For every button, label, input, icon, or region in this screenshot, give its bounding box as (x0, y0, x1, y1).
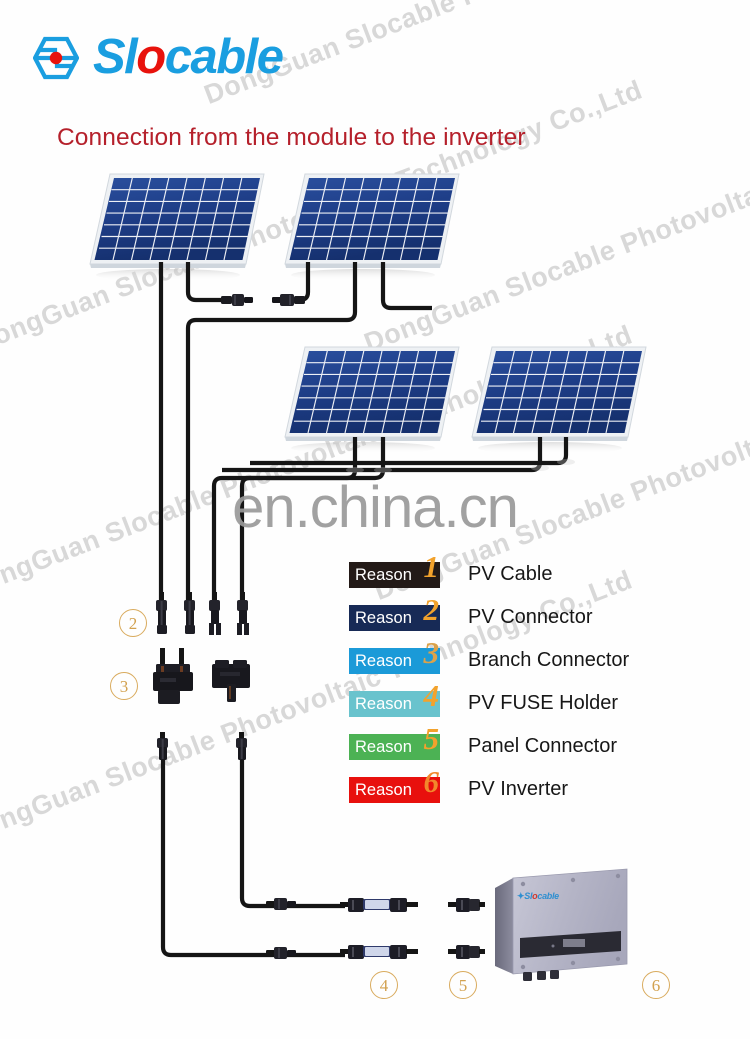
legend-label: Panel Connector (468, 735, 617, 757)
legend-row: Reason 3 Branch Connector (349, 637, 630, 682)
inverter-brand-o: o (532, 891, 538, 901)
brand-logo: Slocable (32, 30, 284, 84)
legend-row: Reason 1 PV Cable (349, 551, 629, 596)
legend-label: Branch Connector (468, 649, 630, 671)
pv-connector-terminal-upper (266, 893, 298, 920)
pv-connector-inline-female (269, 287, 307, 318)
badge-number: 4 (423, 677, 440, 713)
watermark-center: en.china.cn (0, 474, 750, 541)
status-badge: Reason 6 (349, 766, 440, 803)
brand-wordmark-part2: cable (164, 30, 284, 84)
inverter-brand-suffix: cable (537, 891, 559, 901)
inverter-logo-mark: ✦ (517, 891, 525, 901)
legend-row: Reason 2 PV Connector (349, 594, 629, 639)
callout-4: 4 (370, 971, 398, 999)
pv-connector-vertical-1 (152, 592, 172, 642)
badge-number: 3 (423, 634, 440, 670)
badge-word: Reason (355, 651, 412, 670)
badge-word: Reason (355, 565, 412, 584)
badge-bar (349, 733, 440, 760)
legend-row: Reason 4 PV FUSE Holder (349, 680, 629, 725)
legend-label: PV FUSE Holder (468, 692, 619, 714)
badge-bar (349, 690, 440, 717)
pv-connector-out-right (233, 732, 251, 767)
brand-wordmark-part1: Sl (93, 30, 138, 84)
callout-2: 2 (119, 609, 147, 637)
badge-bar (349, 776, 440, 803)
pv-connector-out-left (154, 732, 172, 767)
pv-fuse-holder-lower (340, 940, 426, 969)
solar-panel-bottom-left (283, 345, 463, 457)
brand-wordmark: Slocable (93, 30, 284, 84)
page-title: Connection from the module to the invert… (57, 124, 526, 151)
status-badge: Reason 3 (349, 637, 440, 674)
solar-panel-top-right (283, 172, 463, 284)
badge-bar (349, 604, 440, 631)
pv-connector-vertical-2 (180, 592, 200, 642)
inverter-brand-prefix: Sl (524, 891, 533, 901)
status-badge: Reason 4 (349, 680, 440, 717)
pv-connector-vertical-3 (205, 592, 225, 642)
legend-label: PV Cable (468, 563, 553, 585)
legend-row: Reason 5 Panel Connector (349, 723, 629, 768)
solar-panel-bottom-right (470, 345, 650, 457)
callout-6: 6 (642, 971, 670, 999)
watermark-center-text: en.china.cn (232, 475, 519, 540)
callout-3: 3 (110, 672, 138, 700)
badge-word: Reason (355, 737, 412, 756)
branch-connector-right (206, 648, 258, 713)
badge-bar (349, 647, 440, 674)
badge-number: 5 (423, 720, 440, 756)
badge-word: Reason (355, 694, 412, 713)
legend-label: PV Inverter (468, 778, 569, 800)
callout-5: 5 (449, 971, 477, 999)
solar-panel-top-left (88, 172, 268, 284)
badge-word: Reason (355, 608, 412, 627)
badge-number: 1 (423, 548, 440, 584)
header: Slocable (0, 0, 750, 110)
legend-row: Reason 6 PV Inverter (349, 766, 629, 811)
badge-number: 6 (423, 763, 440, 799)
inverter-brand-label: ✦Slocable (517, 891, 559, 902)
panel-connector-lower (448, 940, 486, 969)
pv-inverter: ✦Slocable (487, 866, 635, 991)
pv-fuse-holder-upper (340, 893, 426, 922)
hexagon-arrow-dot-icon (32, 36, 80, 80)
badge-word: Reason (355, 780, 412, 799)
status-badge: Reason 5 (349, 723, 440, 760)
badge-number: 2 (423, 591, 440, 627)
pv-connector-terminal-lower (266, 942, 298, 969)
status-badge: Reason 2 (349, 594, 440, 631)
status-badge: Reason 1 (349, 551, 440, 588)
legend: Reason 1 PV Cable Reason 2 PV Connector … (349, 551, 630, 811)
legend-label: PV Connector (468, 606, 593, 628)
pv-connector-vertical-4 (233, 592, 253, 642)
branch-connector-left (148, 648, 200, 713)
brand-wordmark-o: o (136, 30, 166, 84)
panel-connector-upper (448, 893, 486, 922)
pv-connector-inline-male (219, 287, 257, 318)
